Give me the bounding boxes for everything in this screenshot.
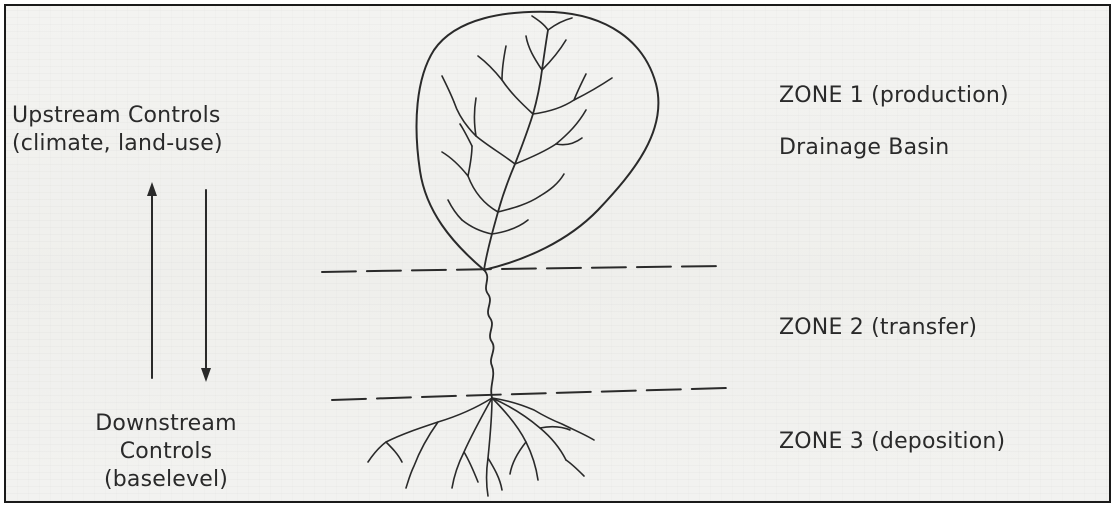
- up-arrow-icon: [147, 182, 157, 378]
- zone3-label: ZONE 3 (deposition): [779, 428, 1005, 456]
- drainage-basin-outline: [417, 12, 659, 270]
- tributary-network: [442, 16, 612, 234]
- down-arrow-icon: [201, 190, 211, 382]
- downstream-controls-label: Downstream Controls (baselevel): [66, 410, 266, 494]
- downstream-controls-examples: (baselevel): [66, 466, 266, 494]
- zone1-zone2-boundary: [322, 266, 722, 272]
- downstream-controls-title-2: Controls: [66, 438, 266, 466]
- distributary-network: [368, 398, 594, 496]
- upstream-controls-label: Upstream Controls (climate, land-use): [12, 102, 223, 158]
- diagram-frame: Upstream Controls (climate, land-use) Do…: [4, 4, 1111, 503]
- upstream-controls-title: Upstream Controls: [12, 102, 223, 130]
- zone2-label: ZONE 2 (transfer): [779, 314, 977, 342]
- zone1-label: ZONE 1 (production): [779, 82, 1009, 110]
- main-channel-transfer: [484, 270, 494, 398]
- upstream-controls-examples: (climate, land-use): [12, 130, 223, 158]
- zone2-zone3-boundary: [332, 388, 728, 400]
- downstream-controls-title-1: Downstream: [66, 410, 266, 438]
- drainage-basin-label: Drainage Basin: [779, 134, 949, 162]
